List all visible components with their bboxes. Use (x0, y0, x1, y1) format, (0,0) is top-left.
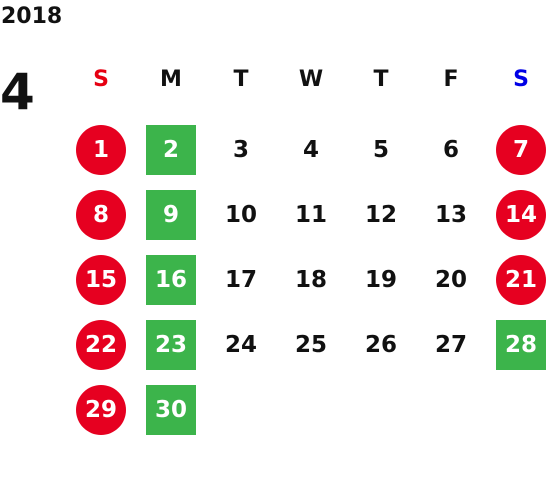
day-number: 27 (434, 332, 467, 358)
day-number: 6 (442, 137, 459, 163)
day-number: 3 (232, 137, 249, 163)
day-number: 4 (302, 137, 319, 163)
day-number: 24 (224, 332, 257, 358)
year-label: 2018 (1, 4, 63, 29)
holiday-day-circle: 1 (76, 125, 126, 175)
weekday-header-thursday: T (373, 67, 389, 92)
day-number: 25 (294, 332, 327, 358)
weekday-header-friday: F (443, 67, 459, 92)
day-number: 26 (364, 332, 397, 358)
highlighted-day-square: 23 (146, 320, 196, 370)
day-number: 13 (434, 202, 467, 228)
month-label: 4 (0, 63, 35, 121)
highlighted-day-square: 28 (496, 320, 546, 370)
day-number: 20 (434, 267, 467, 293)
day-number: 18 (294, 267, 327, 293)
weekday-header-sunday: S (93, 67, 109, 92)
holiday-day-circle: 7 (496, 125, 546, 175)
highlighted-day-square: 16 (146, 255, 196, 305)
highlighted-day-square: 9 (146, 190, 196, 240)
day-number: 10 (224, 202, 257, 228)
day-number: 17 (224, 267, 257, 293)
day-number: 12 (364, 202, 397, 228)
weekday-header-wednesday: W (298, 67, 324, 92)
holiday-day-circle: 15 (76, 255, 126, 305)
holiday-day-circle: 29 (76, 385, 126, 435)
highlighted-day-square: 30 (146, 385, 196, 435)
highlighted-day-square: 2 (146, 125, 196, 175)
holiday-day-circle: 22 (76, 320, 126, 370)
day-number: 5 (372, 137, 389, 163)
day-number: 19 (364, 267, 397, 293)
holiday-day-circle: 14 (496, 190, 546, 240)
holiday-day-circle: 21 (496, 255, 546, 305)
weekday-header-saturday: S (513, 67, 529, 92)
weekday-header-tuesday: T (233, 67, 249, 92)
holiday-day-circle: 8 (76, 190, 126, 240)
day-number: 11 (294, 202, 327, 228)
weekday-header-monday: M (160, 67, 182, 92)
